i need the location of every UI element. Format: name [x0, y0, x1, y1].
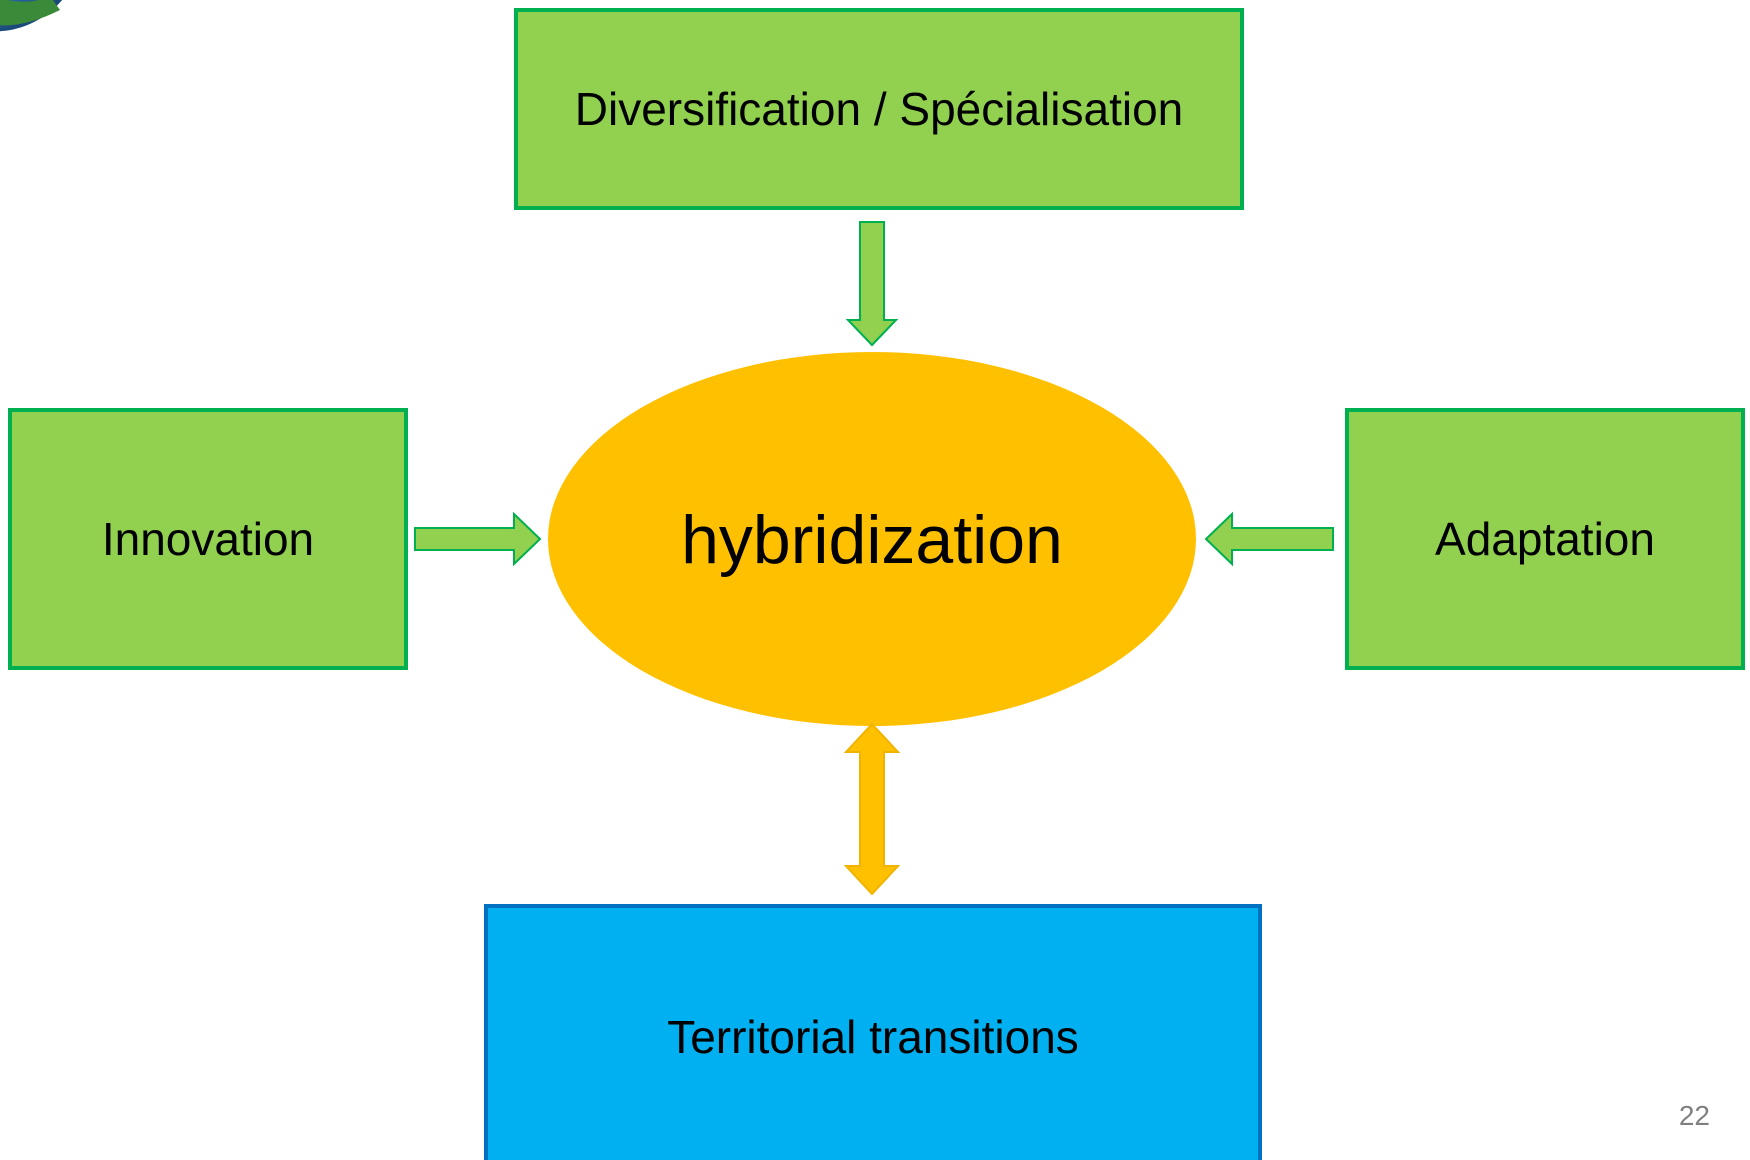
innovation-label: Innovation [101, 513, 315, 565]
hybridization-ellipse [548, 352, 1196, 726]
arrow-left-icon [1204, 511, 1334, 567]
diversification-box [514, 8, 1244, 210]
page-number: 22 [1678, 1100, 1710, 1131]
arrow-right-icon [414, 511, 542, 567]
arrow-down-icon [845, 221, 899, 347]
hybridization-label: hybridization [681, 502, 1063, 578]
adaptation-label: Adaptation [1435, 513, 1655, 565]
innovation-box [8, 408, 408, 670]
diversification-label: Diversification / Spécialisation [574, 83, 1184, 135]
territorial-transitions-label: Territorial transitions [667, 1011, 1079, 1063]
territorial-transitions-box [484, 904, 1262, 1160]
double-arrow-vertical-icon [843, 722, 901, 896]
adaptation-box [1345, 408, 1745, 670]
globe-logo-icon [0, 0, 63, 32]
